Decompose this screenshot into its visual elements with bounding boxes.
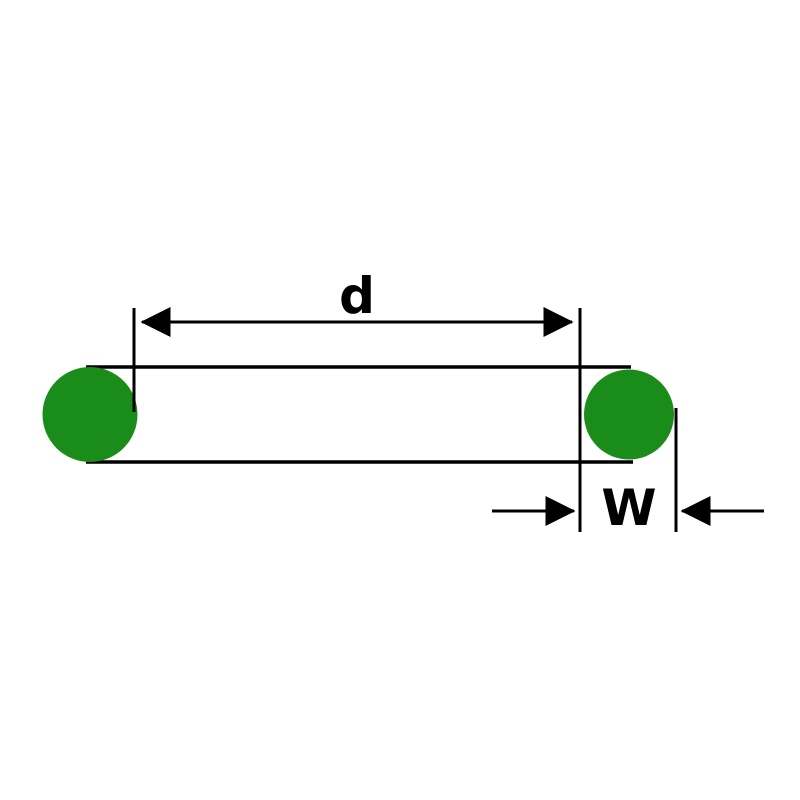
width-label: W [601,479,656,537]
left-oring-cross-section [42,367,138,462]
diameter-label: d [339,267,375,325]
right-oring-cross-section [584,369,674,460]
